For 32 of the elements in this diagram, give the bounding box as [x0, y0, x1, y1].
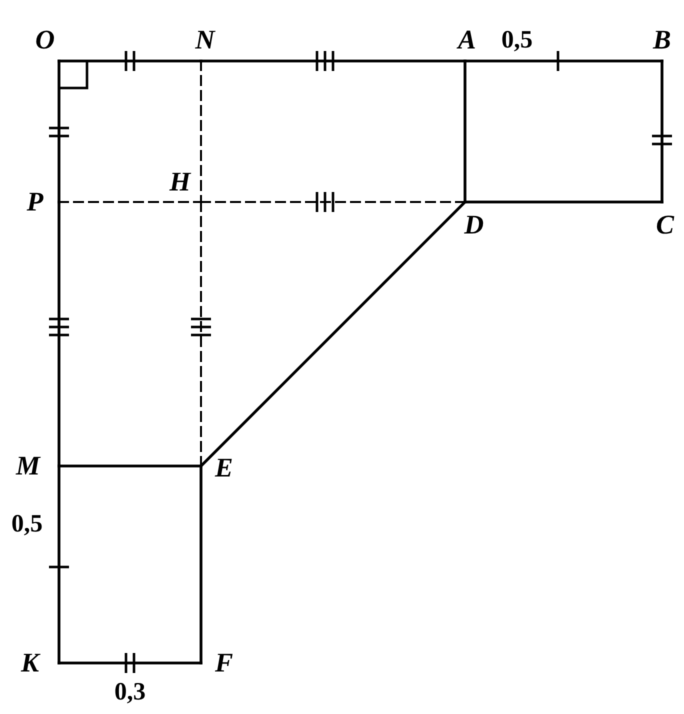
- dashed-line: [200, 201, 202, 467]
- dashed-line: [58, 201, 202, 203]
- point-label: K: [21, 650, 39, 676]
- segment-line: [58, 464, 60, 664]
- segment-line: [58, 200, 60, 468]
- point-label: O: [35, 26, 55, 54]
- point-label: N: [195, 26, 215, 54]
- point-label: B: [653, 26, 671, 54]
- point-label: M: [16, 452, 40, 480]
- segment-line: [58, 662, 202, 664]
- segment-line: [200, 60, 466, 62]
- dashed-line: [200, 201, 466, 203]
- segment-line: [200, 200, 466, 468]
- point-label: A: [458, 26, 476, 54]
- segment-line: [660, 60, 664, 204]
- point-label: F: [215, 650, 233, 676]
- point-label: P: [26, 188, 44, 216]
- segment-line: [58, 60, 60, 204]
- length-label: 0,5: [501, 28, 533, 52]
- segment-line: [58, 60, 202, 62]
- segment-line: [58, 464, 202, 468]
- length-label: 0,3: [114, 680, 146, 704]
- segment-line: [464, 60, 466, 204]
- segment-line: [200, 464, 202, 664]
- dashed-line: [200, 60, 202, 203]
- segment-line: [464, 200, 664, 204]
- point-label: D: [464, 212, 484, 238]
- point-label: C: [656, 212, 674, 238]
- point-label: E: [215, 454, 233, 482]
- length-label: 0,5: [11, 512, 43, 536]
- point-label: H: [170, 168, 190, 196]
- segment-line: [464, 60, 664, 62]
